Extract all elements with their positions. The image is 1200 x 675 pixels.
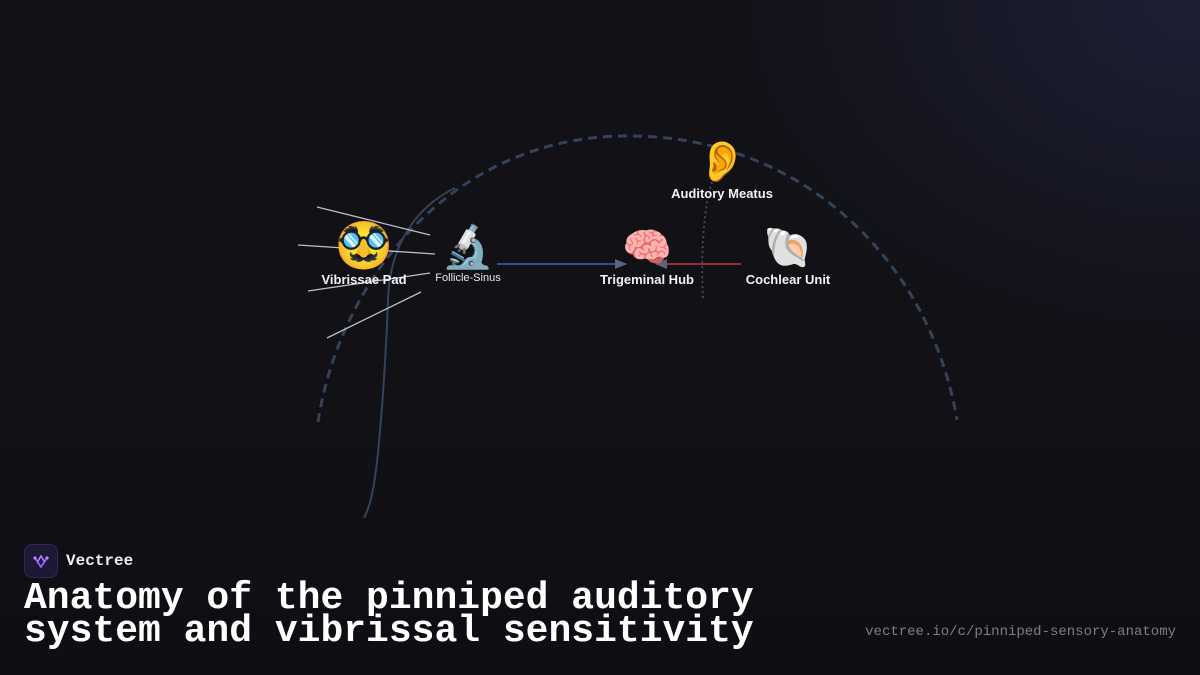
whisker-line (316, 206, 431, 236)
title-line-1: Anatomy of the pinniped auditory (24, 577, 754, 620)
node-auditory-meatus[interactable]: 👂 Auditory Meatus (671, 142, 773, 201)
node-vibrissae-pad[interactable]: 🥸 Vibrissae Pad (321, 222, 406, 287)
brain-icon: 🧠 (622, 225, 672, 271)
node-follicle-sinus[interactable]: 🔬 Follicle-Sinus (435, 222, 501, 285)
disguise-face-icon: 🥸 (335, 218, 393, 272)
vectree-logo-icon (24, 544, 58, 578)
ear-icon: 👂 (697, 139, 747, 185)
source-url[interactable]: vectree.io/c/pinniped-sensory-anatomy (865, 624, 1176, 640)
whisker-line (307, 272, 431, 292)
whisker-line (297, 244, 436, 255)
title-line-2: system and vibrissal sensitivity (24, 610, 754, 653)
microscope-icon: 🔬 (441, 222, 495, 271)
brand-name: Vectree (66, 552, 134, 570)
node-label: Follicle-Sinus (435, 272, 501, 284)
brand: Vectree (24, 544, 133, 578)
node-label: Vibrissae Pad (321, 272, 407, 287)
node-cochlear-unit[interactable]: 🐚 Cochlear Unit (746, 228, 831, 287)
node-trigeminal-hub[interactable]: 🧠 Trigeminal Hub (600, 228, 694, 287)
node-label: Trigeminal Hub (600, 272, 694, 287)
node-label: Cochlear Unit (745, 272, 831, 287)
whisker-line (326, 291, 422, 339)
dashed-arc (316, 134, 959, 423)
whisker-lines (297, 206, 436, 339)
nerve-curve (363, 187, 456, 519)
page-title: Anatomy of the pinniped auditory system … (24, 580, 824, 651)
node-label: Auditory Meatus (671, 186, 773, 201)
auditory-dotted-line (701, 181, 713, 301)
shell-icon: 🐚 (763, 225, 813, 271)
